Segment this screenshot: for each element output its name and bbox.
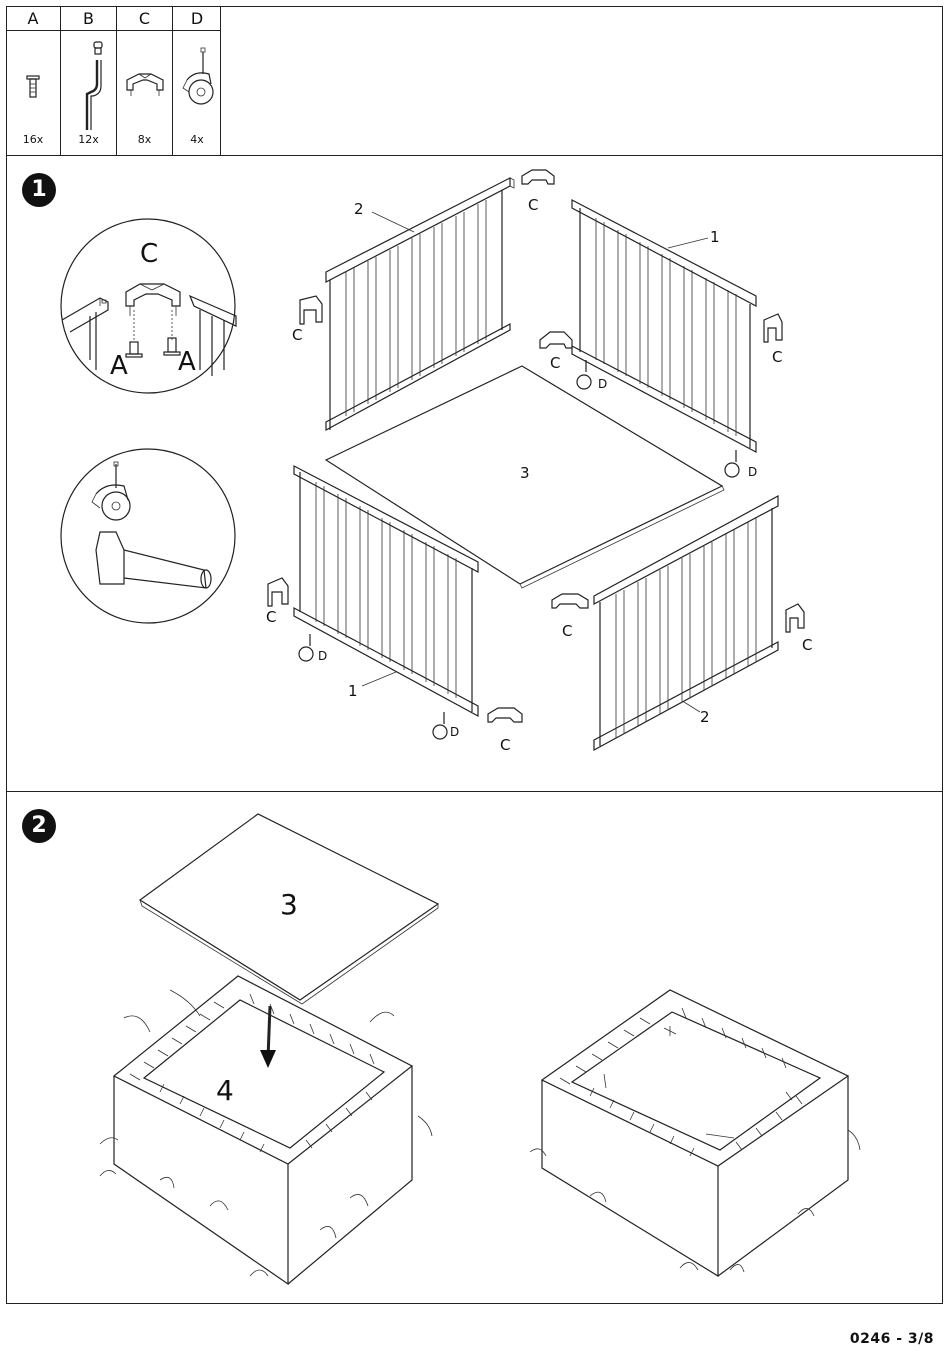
part-letter: C [117, 6, 172, 31]
section-divider [6, 791, 943, 792]
label-connector-c: C [562, 622, 572, 640]
label-connector-c: C [292, 326, 302, 344]
part-column-b: B 12x [61, 6, 117, 156]
parts-table: A 16x B 12x C 8x D [6, 6, 221, 156]
caster-wheel-icon [173, 34, 221, 120]
label-connector-c: C [802, 636, 812, 654]
part-letter: A [6, 6, 60, 31]
section-divider [6, 155, 943, 156]
part-column-a: A 16x [6, 6, 61, 156]
part-quantity: 8x [117, 133, 172, 146]
detail-label-c: C [140, 239, 158, 269]
label-panel-2: 2 [700, 708, 710, 726]
detail-label-a: A [178, 347, 196, 377]
label-mattress-4: 4 [216, 1074, 234, 1107]
label-panel-2: 2 [354, 200, 364, 218]
label-caster-d: D [450, 725, 459, 739]
allen-key-icon [61, 34, 117, 120]
panel-front-left [294, 466, 478, 716]
caster-hammer-detail-circle [60, 450, 240, 630]
part-column-c: C 8x [117, 6, 173, 156]
label-connector-c: C [550, 354, 560, 372]
screw-icon [6, 34, 61, 120]
label-panel-1: 1 [710, 228, 720, 246]
panel-back-right [572, 200, 756, 452]
page-number: 0246 - 3/8 [850, 1331, 934, 1347]
corner-connector-icon [117, 34, 173, 120]
connector-detail-circle: C A A [60, 220, 240, 400]
part-letter: D [173, 6, 221, 31]
part-quantity: 16x [6, 133, 60, 146]
part-column-d: D 4x [173, 6, 221, 156]
label-floor-3: 3 [520, 464, 530, 482]
step1-exploded-view: 2 1 3 1 2 C C C C C C C C D D D D [260, 160, 820, 780]
part-quantity: 12x [61, 133, 116, 146]
step-number-1: 1 [22, 173, 56, 207]
step2-mattress-insert: 3 4 [100, 810, 450, 1290]
label-caster-d: D [318, 649, 327, 663]
label-floor-3: 3 [280, 888, 298, 921]
caster-parts [299, 360, 739, 739]
part-letter: B [61, 6, 116, 31]
label-connector-c: C [500, 736, 510, 754]
label-connector-c: C [772, 348, 782, 366]
label-panel-1: 1 [348, 682, 358, 700]
label-connector-c: C [528, 196, 538, 214]
connector-parts [268, 170, 804, 722]
part-quantity: 4x [173, 133, 221, 146]
detail-label-a: A [110, 351, 128, 381]
step-number-2: 2 [22, 809, 56, 843]
label-caster-d: D [598, 377, 607, 391]
step2-assembled-view [530, 980, 880, 1290]
label-connector-c: C [266, 608, 276, 626]
label-caster-d: D [748, 465, 757, 479]
